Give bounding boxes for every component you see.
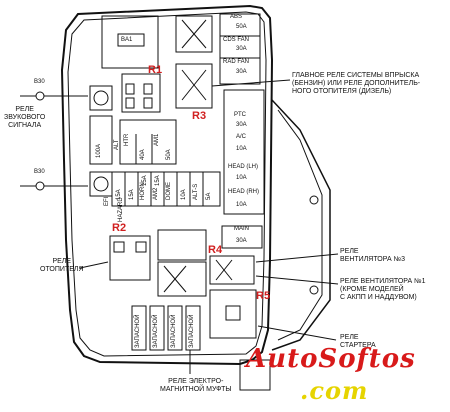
leader-fan1: [255, 275, 339, 285]
efi-label: EFI: [104, 196, 110, 206]
housing-inner: [67, 11, 267, 357]
relay-top: [175, 15, 213, 53]
alts-amp: 5A: [206, 192, 212, 200]
head-rh-amp: 10A: [236, 202, 247, 208]
ptc-label: PTC: [234, 112, 246, 118]
leader-main-relay: [211, 79, 291, 87]
ac-amp: 10A: [236, 146, 247, 152]
spare-fuse-2-label: ЗАПАСНОЙ: [153, 314, 159, 348]
htr-am1-block: [119, 119, 177, 165]
horn-amp: 15A: [142, 175, 148, 186]
alts-label: ALT-S: [193, 183, 199, 200]
relay-fan3: [209, 255, 255, 285]
b30-1-label: B30: [34, 79, 45, 85]
am1-label: AM1: [154, 133, 160, 146]
marker-r4: R4: [208, 244, 223, 256]
leader-fan3: [255, 253, 339, 263]
side-bracket: [271, 99, 331, 351]
cds-fan-amp: 30A: [236, 46, 247, 52]
spare-fuse-3-label: ЗАПАСНОЙ: [171, 314, 177, 348]
am2-label: AM2: [153, 187, 159, 200]
label-starter-relay: РЕЛЕ СТАРТЕРА: [340, 334, 376, 349]
alt-fuse: [89, 115, 113, 165]
aux-socket: [89, 171, 113, 197]
bracket-hole: [309, 195, 319, 205]
rad-fan-label: RAD FAN: [223, 59, 250, 65]
main-amp: 30A: [236, 238, 247, 244]
main-label: MAIN: [234, 226, 249, 232]
marker-r1: R1: [148, 64, 163, 76]
ac-label: A/C: [236, 134, 247, 140]
head-lh-label: HEAD (LH): [228, 164, 259, 170]
label-horn-relay: РЕЛЕ ЗВУКОВОГО СИГНАЛА: [4, 106, 46, 129]
cds-fan-label: CDS FAN: [223, 37, 250, 43]
alt-amp: 100A: [96, 143, 102, 158]
alt-label: ALT: [114, 139, 120, 150]
fuse-column-mid: [223, 89, 265, 215]
ba1-label: BA1: [121, 37, 133, 43]
terminal-b30-1: [35, 91, 45, 101]
relay-r5: [209, 289, 257, 339]
htr-amp: 40A: [140, 149, 146, 160]
spare-fuse-1-label: ЗАПАСНОЙ: [135, 314, 141, 348]
ba1-block: [101, 15, 159, 69]
leader-starter: [257, 325, 337, 341]
dome-amp: 10A: [181, 189, 187, 200]
head-rh-label: HEAD (RH): [228, 189, 259, 195]
relay-r1: [121, 73, 161, 113]
dome-label: DOME: [166, 182, 172, 200]
hazard-amp: 15A: [129, 189, 135, 200]
abs-amp: 50A: [236, 24, 247, 30]
hazard-label: HAZARD: [118, 197, 124, 222]
label-fan1-relay: РЕЛЕ ВЕНТИЛЯТОРА №1 (КРОМЕ МОДЕЛЕЙ С АКП…: [340, 278, 426, 301]
relay-r4: [157, 229, 207, 261]
htr-label: HTR: [124, 133, 130, 146]
spare-fuse-1: [131, 305, 147, 351]
watermark-line2: .com: [300, 376, 369, 405]
bottom-stub: [239, 359, 271, 391]
relay-r2: [109, 235, 151, 281]
b30-2-label: B30: [34, 169, 45, 175]
relay-r4-lower: [157, 261, 207, 297]
am1-amp: 50A: [166, 149, 172, 160]
label-clutch-relay: РЕЛЕ ЭЛЕКТРО- МАГНИТНОЙ МУФТЫ: [160, 378, 232, 393]
bracket-hole: [309, 285, 319, 295]
spare-fuse-2: [149, 305, 165, 351]
spare-fuse-3: [167, 305, 183, 351]
label-heater-relay: РЕЛЕ ОТОПИТЕЛЯ: [40, 258, 84, 273]
marker-r5: R5: [256, 290, 271, 302]
ptc-amp: 30A: [236, 122, 247, 128]
am2-amp: 15A: [155, 175, 161, 186]
leader-heater: [79, 261, 109, 269]
horn-relay-circle: [93, 90, 109, 106]
spare-fuse-4: [185, 305, 201, 351]
label-fan3-relay: РЕЛЕ ВЕНТИЛЯТОРА №3: [340, 248, 405, 263]
terminal-b30-2: [35, 181, 45, 191]
aux-circle: [93, 176, 109, 192]
head-lh-amp: 10A: [236, 175, 247, 181]
relay-r3: [175, 63, 213, 109]
marker-r3: R3: [192, 110, 207, 122]
abs-label: ABS: [230, 14, 243, 20]
watermark-line1: AutoSoftos: [246, 344, 416, 374]
main-fuse: [221, 225, 263, 249]
label-main-relay: ГЛАВНОЕ РЕЛЕ СИСТЕМЫ ВПРЫСКА (БЕНЗИН) ИЛ…: [292, 72, 421, 95]
spare-fuse-4-label: ЗАПАСНОЙ: [189, 314, 195, 348]
marker-r2: R2: [112, 222, 127, 234]
rad-fan-amp: 30A: [236, 69, 247, 75]
horn-relay-socket: [89, 85, 113, 111]
mini-fuse-row: [111, 171, 221, 207]
